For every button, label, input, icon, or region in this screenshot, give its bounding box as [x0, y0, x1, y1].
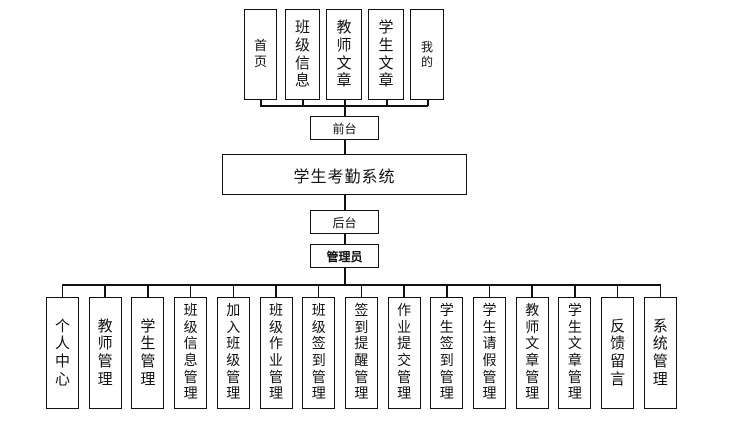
system-title: 学生考勤系统 [293, 166, 396, 186]
admin-module-label: 教师文章管理 [525, 303, 540, 403]
admin-label: 管理员 [326, 249, 363, 264]
top-module-label: 教师文章 [336, 18, 352, 90]
admin-module-box: 学生签到管理 [430, 297, 464, 409]
admin-module-label: 个人中心 [54, 316, 70, 388]
admin-module-box: 学生请假管理 [473, 297, 506, 409]
connector [659, 284, 662, 297]
admin-module-label: 作业提交管理 [397, 303, 412, 403]
system-title-node: 学生考勤系统 [222, 154, 467, 195]
admin-module-label: 签到提醒管理 [354, 303, 369, 403]
admin-module-box: 反馈留言 [601, 297, 635, 409]
connector [275, 284, 277, 297]
frontend-node: 前台 [310, 116, 379, 140]
connector [344, 140, 346, 154]
backend-node: 后台 [310, 210, 379, 234]
connector [446, 284, 448, 297]
admin-module-box: 教师文章管理 [515, 297, 549, 409]
connector [574, 284, 576, 297]
admin-module-box: 班级作业管理 [259, 297, 293, 409]
connector [104, 284, 106, 297]
connector [317, 284, 320, 297]
admin-module-label: 系统管理 [652, 316, 668, 388]
connector [260, 100, 262, 106]
admin-module-box: 学生文章管理 [558, 297, 592, 409]
connector-bus [61, 284, 662, 286]
connector [488, 284, 491, 297]
connector [616, 284, 619, 297]
admin-module-label: 学生管理 [140, 316, 156, 388]
connector [344, 234, 346, 244]
connector [531, 284, 533, 297]
admin-module-label: 班级信息管理 [183, 303, 198, 403]
connector [260, 105, 428, 107]
connector [147, 284, 149, 297]
admin-module-label: 反馈留言 [610, 316, 626, 388]
admin-module-label: 班级签到管理 [311, 303, 326, 403]
top-module-label: 学生文章 [378, 18, 394, 90]
admin-module-box: 班级签到管理 [302, 297, 336, 409]
admin-module-box: 教师管理 [88, 297, 122, 409]
connector [61, 284, 64, 297]
connector [403, 284, 405, 297]
connector [344, 195, 346, 210]
top-module-class-info: 班级信息 [285, 9, 320, 100]
connector [360, 284, 363, 297]
backend-label: 后台 [332, 215, 357, 230]
admin-module-label: 学生请假管理 [482, 303, 497, 403]
admin-module-label: 教师管理 [97, 316, 113, 388]
top-module-teacher-articles: 教师文章 [326, 9, 362, 100]
admin-module-label: 加入班级管理 [226, 303, 241, 403]
admin-module-box: 学生管理 [131, 297, 165, 409]
connector [344, 100, 346, 116]
admin-module-box: 加入班级管理 [216, 297, 250, 409]
admin-module-box: 系统管理 [643, 297, 677, 409]
top-module-home: 首页 [244, 9, 277, 100]
top-module-mine: 我的 [410, 9, 444, 100]
top-module-label: 我的 [420, 40, 433, 69]
top-module-label: 班级信息 [294, 18, 310, 90]
admin-module-label: 学生签到管理 [439, 303, 454, 403]
top-module-label: 首页 [253, 39, 267, 70]
connector [386, 100, 388, 106]
connector [427, 100, 429, 106]
top-module-student-articles: 学生文章 [368, 9, 404, 100]
connector [302, 100, 304, 106]
connector [189, 284, 192, 297]
admin-module-box: 签到提醒管理 [344, 297, 378, 409]
connector [344, 268, 346, 284]
admin-module-box: 班级信息管理 [174, 297, 208, 409]
frontend-label: 前台 [332, 121, 357, 136]
admin-module-label: 学生文章管理 [567, 303, 582, 403]
admin-node: 管理员 [310, 244, 379, 268]
admin-module-label: 班级作业管理 [269, 303, 283, 403]
admin-module-box: 作业提交管理 [387, 297, 421, 409]
connector [232, 284, 235, 297]
admin-module-box: 个人中心 [46, 297, 79, 409]
